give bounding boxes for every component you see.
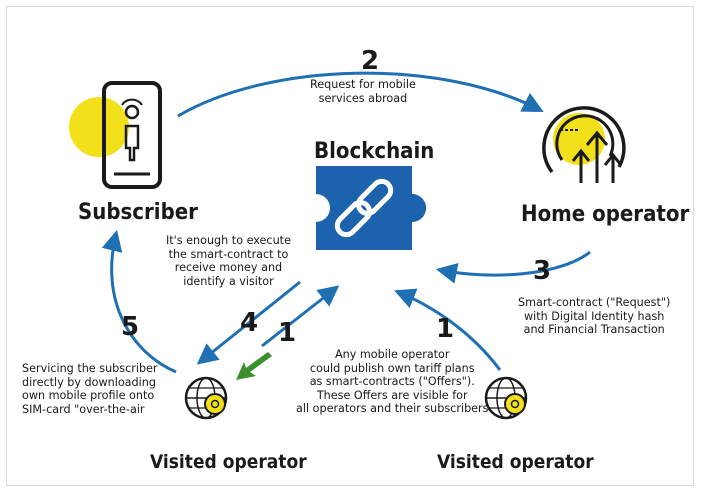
step-3-note: Smart-contract ("Request") with Digital … [518, 296, 671, 337]
step-4-note: It's enough to execute the smart-contrac… [166, 234, 291, 288]
gear-globe-icon-left [184, 376, 228, 420]
smartphone-icon [69, 81, 162, 189]
step-5-number: 5 [121, 312, 140, 342]
arrow-step1-right [394, 288, 502, 371]
blockchain-title: Blockchain [314, 139, 435, 164]
arrow-step3 [435, 250, 591, 284]
subscriber-title: Subscriber [78, 200, 198, 225]
step-4-number: 4 [240, 308, 259, 338]
home-operator-title: Home operator [521, 202, 690, 227]
arrow-step4 [196, 280, 301, 365]
arrow-step2 [177, 71, 544, 118]
step-2-note: Request for mobile services abroad [310, 78, 416, 105]
step-2-number: 2 [361, 46, 380, 76]
visited-operator-right-title: Visited operator [437, 451, 594, 473]
highlight-arrow [236, 352, 272, 380]
arrow-step1-left [261, 285, 340, 348]
diagram-frame [6, 6, 694, 486]
step-1-right-number: 1 [436, 314, 455, 344]
step-1-left-number: 1 [278, 318, 297, 348]
step-3-number: 3 [533, 256, 552, 286]
gear-globe-icon-right [484, 376, 528, 420]
home-operator-icon [542, 106, 626, 183]
step-1-note: Any mobile operator could publish own ta… [296, 348, 489, 416]
arrow-step5 [101, 229, 177, 374]
visited-operator-left-title: Visited operator [150, 451, 307, 473]
chain-link-puzzle-icon [316, 166, 426, 250]
step-5-note: Servicing the subscriber directly by dow… [22, 362, 158, 416]
